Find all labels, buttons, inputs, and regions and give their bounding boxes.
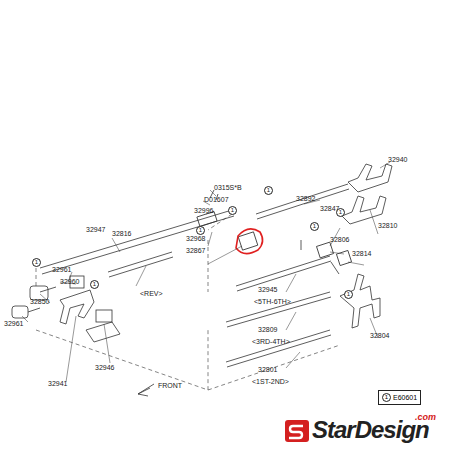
circled-note: 1: [32, 258, 41, 267]
callout-number: 32806: [330, 236, 349, 243]
circled-note: 1: [344, 290, 353, 299]
circled-note: 1: [336, 208, 345, 217]
callout-number: 32816: [112, 230, 131, 237]
callout-number: 32850: [30, 298, 49, 305]
callout-number: 0315S*B: [214, 184, 242, 191]
callout-number: 32804: [370, 332, 389, 339]
callout-number: D01607: [204, 196, 229, 203]
callout-number: 32945: [258, 286, 277, 293]
figure-code: E60601: [393, 394, 417, 401]
callout-number: 32968: [186, 235, 205, 242]
circled-note: 1: [310, 222, 319, 231]
watermark-logo: StarDesign: [312, 418, 429, 442]
callout-number: <5TH-6TH>: [254, 298, 291, 305]
callout-number: 32810: [378, 222, 397, 229]
callout-number: 32947: [86, 226, 105, 233]
callout-number: 32940: [388, 156, 407, 163]
callout-number: 32996: [194, 207, 213, 214]
callout-number: 32941: [48, 380, 67, 387]
callout-number: 32814: [352, 250, 371, 257]
callout-number: <REV>: [140, 290, 163, 297]
callout-number: 32867: [186, 247, 205, 254]
watermark-domain: .com: [415, 413, 436, 422]
circled-note: 1: [90, 280, 99, 289]
callout-number: 32892: [296, 195, 315, 202]
callout-number: 32961: [4, 320, 23, 327]
figure-code-box: 1E60601: [378, 390, 421, 405]
callout-number: FRONT: [158, 382, 182, 389]
callout-number: 32801: [258, 366, 277, 373]
callout-number: 32809: [258, 326, 277, 333]
callout-number: 32960: [60, 278, 79, 285]
callout-number: <3RD-4TH>: [252, 338, 290, 345]
callout-number: 32946: [95, 364, 114, 371]
circled-note: 1: [196, 226, 205, 235]
callout-number: 32961: [52, 266, 71, 273]
circled-note: 1: [264, 186, 273, 195]
callout-number: <1ST-2ND>: [252, 378, 289, 385]
circled-note: 1: [228, 206, 237, 215]
circled-note: 1: [382, 393, 391, 402]
